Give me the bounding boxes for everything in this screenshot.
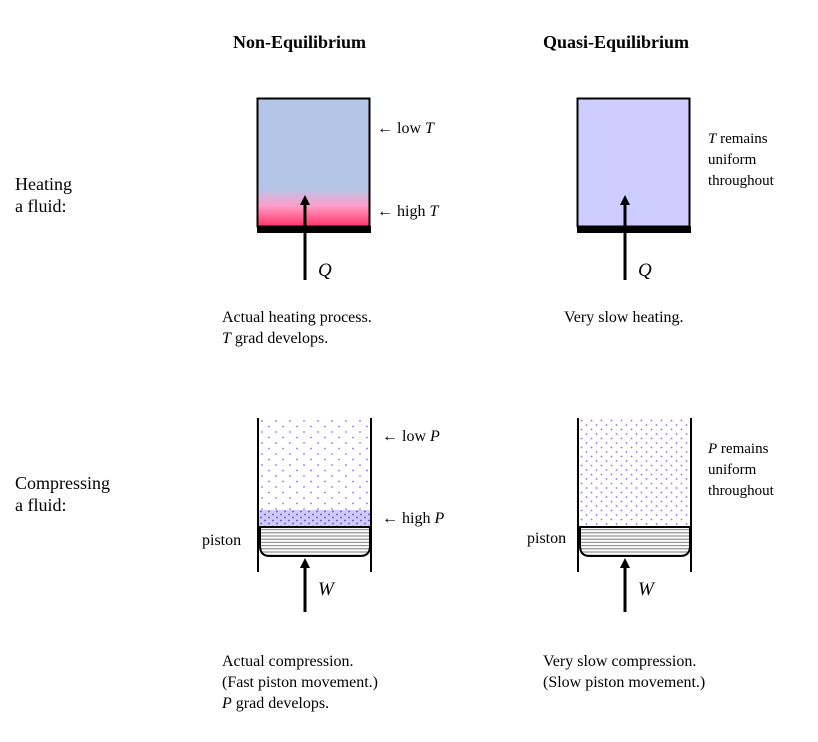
- note-slow-heating: Very slow heating.: [564, 309, 684, 326]
- heading-quasi-equilibrium: Quasi-Equilibrium: [543, 32, 690, 52]
- low-pressure-region: [259, 418, 370, 510]
- piston-label: piston: [527, 530, 567, 547]
- piston: [259, 526, 371, 557]
- note-actual-heating: Actual heating process. T grad develops.: [222, 309, 372, 347]
- note-actual-compression: Actual compression. (Fast piston movemen…: [222, 653, 378, 712]
- low-temperature-label: ← low T: [377, 120, 434, 137]
- compress-non-eq-cylinder: [257, 418, 372, 612]
- row-label-heating: Heating a fluid:: [15, 174, 72, 216]
- piston: [579, 526, 691, 557]
- uniform-pressure-region: [579, 418, 690, 527]
- compress-quasi-cylinder: [577, 418, 692, 612]
- work-symbol-w: W: [318, 579, 334, 600]
- hot-plate: [257, 226, 371, 233]
- low-pressure-label: ← low P: [382, 428, 440, 445]
- heating-non-eq-vessel: [256, 97, 371, 280]
- uniform-temperature-note: T remains uniform throughout: [708, 131, 774, 189]
- row-label-compressing: Compressing a fluid:: [15, 473, 111, 515]
- heat-symbol-q: Q: [318, 260, 332, 281]
- hot-plate: [577, 226, 691, 233]
- work-symbol-w: W: [638, 579, 654, 600]
- high-pressure-label: ← high P: [382, 510, 445, 527]
- heading-non-equilibrium: Non-Equilibrium: [233, 32, 367, 52]
- note-slow-compression: Very slow compression. (Slow piston move…: [543, 653, 706, 691]
- heated-fluid-gradient: [256, 97, 371, 228]
- uniform-pressure-note: P remains uniform throughout: [708, 441, 774, 499]
- heating-quasi-vessel: [576, 97, 691, 280]
- heat-symbol-q: Q: [638, 260, 652, 281]
- high-temperature-label: ← high T: [377, 203, 439, 220]
- piston-label: piston: [202, 532, 242, 549]
- uniform-fluid: [576, 97, 691, 228]
